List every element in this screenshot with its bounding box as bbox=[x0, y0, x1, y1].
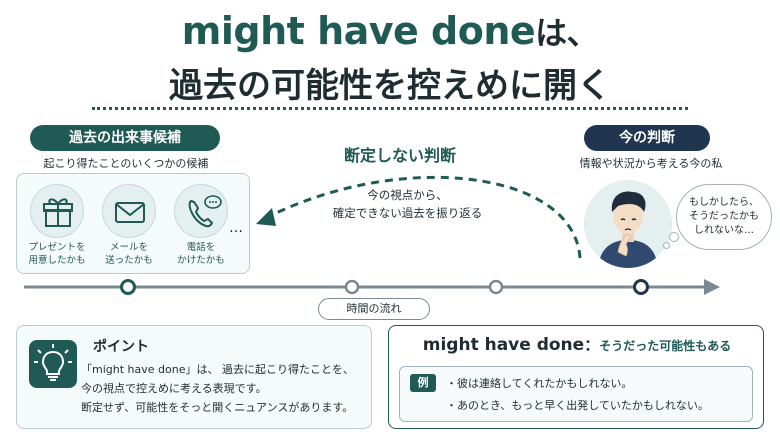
example-list: 例 ・彼は連絡してくれたかもしれない。 ・あのとき、もっと早く出発していたかもし… bbox=[399, 366, 753, 422]
candidate-gift-label: プレゼントを用意したかも bbox=[28, 242, 86, 266]
thinking-person-avatar bbox=[584, 180, 672, 268]
point-body: 「might have done」は、 過去に起こり得たことを、 今の視点で控え… bbox=[81, 363, 354, 414]
example-sentence-2: ・あのとき、もっと早く出発していたかもしれない。 bbox=[446, 399, 709, 412]
timeline-label: 時間の流れ bbox=[318, 298, 430, 320]
thinking-person-icon bbox=[598, 191, 658, 268]
timeline-node bbox=[344, 279, 360, 295]
title-line-2: 過去の可能性を控えめに開く bbox=[169, 66, 611, 106]
present-judgment-subtitle: 情報や状況から考える今の私 bbox=[579, 157, 723, 170]
example-heading: might have done：そうだった可能性もある bbox=[422, 335, 732, 355]
point-panel: ポイント 「might have done」は、 過去に起こり得たことを、 今の… bbox=[16, 325, 372, 429]
example-tag: 例 bbox=[410, 374, 436, 392]
candidate-phone-label: 電話をかけたかも bbox=[177, 242, 225, 266]
example-panel: might have done：そうだった可能性もある 例 ・彼は連絡してくれた… bbox=[388, 325, 764, 429]
past-candidates-label: 過去の出来事候補 bbox=[30, 125, 220, 151]
title-suffix: は、 bbox=[535, 14, 599, 52]
title-divider bbox=[92, 107, 688, 110]
example-sentence-1: ・彼は連絡してくれたかもしれない。 bbox=[446, 377, 633, 390]
lightbulb-icon bbox=[29, 340, 77, 388]
title-phrase: might have done bbox=[181, 9, 536, 53]
title-line-1: might have doneは、 bbox=[0, 8, 780, 54]
thought-dot-small bbox=[663, 242, 670, 249]
candidate-gift bbox=[30, 184, 84, 238]
arrow-head-icon bbox=[256, 208, 276, 226]
timeline-node bbox=[488, 279, 504, 295]
candidate-ellipsis: … bbox=[229, 220, 243, 236]
present-judgment-label: 今の判断 bbox=[584, 125, 710, 151]
non-assertive-title: 断定しない判断 bbox=[343, 146, 456, 165]
candidate-mail-label: メールを送ったかも bbox=[105, 242, 153, 266]
gift-icon bbox=[43, 198, 73, 227]
thought-bubble: もしかしたら、 そうだったかも しれないな… bbox=[676, 184, 772, 250]
timeline-node-present bbox=[633, 279, 649, 295]
candidate-mail bbox=[102, 184, 156, 238]
phone-icon bbox=[188, 195, 222, 228]
candidate-phone bbox=[174, 184, 228, 238]
mail-icon bbox=[115, 202, 145, 223]
non-assertive-desc: 今の視点から、確定できない過去を振り返る bbox=[332, 188, 483, 220]
past-candidates-subtitle: 起こり得たことのいくつかの候補 bbox=[43, 157, 209, 170]
point-title: ポイント bbox=[93, 339, 149, 355]
candidate-panel: プレゼントを用意したかも メールを送ったかも 電話をかけたかも … bbox=[16, 173, 250, 274]
timeline-arrow-icon bbox=[704, 279, 720, 295]
thought-dot-large bbox=[669, 232, 679, 242]
timeline-node-past bbox=[120, 279, 136, 295]
